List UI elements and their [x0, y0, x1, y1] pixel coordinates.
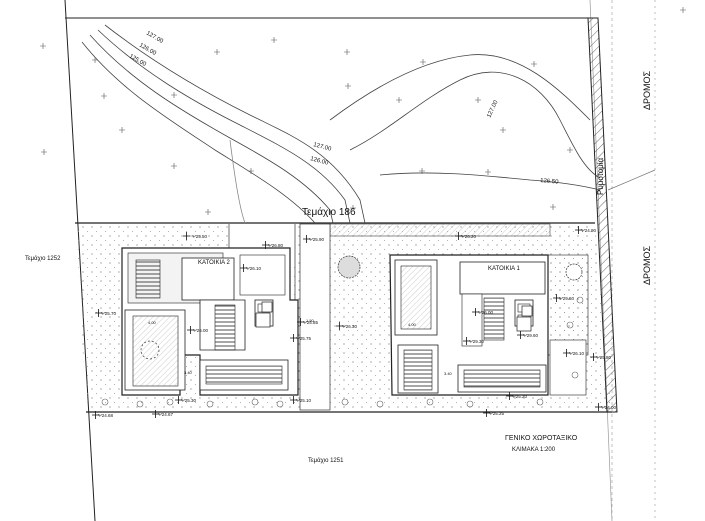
level-label: Ψ25.20: [512, 394, 528, 399]
house-2-plan: [121, 247, 299, 396]
plot-1251-label: Τεμάχιο 1251: [308, 457, 344, 464]
level-label: Ψ24.90: [581, 228, 597, 233]
house-2-label: ΚΑΤΟΙΚΙΑ 2: [198, 260, 230, 266]
level-label: Ψ29.30: [469, 339, 485, 344]
level-label: Ψ29.60: [523, 333, 539, 338]
contour-label: 125.00: [128, 54, 147, 69]
contour-lines: [81, 24, 601, 224]
house-1-label: ΚΑΤΟΙΚΙΑ 1: [488, 266, 520, 272]
dimension-label: 3.40: [444, 371, 453, 376]
contour-label: 126.00: [309, 156, 329, 167]
contour-label: 126.00: [138, 43, 157, 58]
level-label: Ψ26.30: [342, 324, 358, 329]
building-line-strip: [587, 17, 656, 413]
plot-186-label: Τεμάχιο 186: [302, 206, 356, 218]
furniture: [255, 301, 533, 332]
level-label: Ψ25.85: [303, 320, 319, 325]
shrubs: [101, 296, 584, 408]
contour-label: 127.00: [486, 99, 499, 119]
building-line-label: Ρυμοτομία: [596, 157, 605, 195]
plot-1252-label: Τεμάχιο 1252: [25, 255, 61, 262]
plan-title: ΓΕΝΙΚΟ ΧΩΡΟΤΑΞΙΚΟ: [505, 435, 578, 442]
survey-marks: [40, 7, 686, 215]
level-label: Ψ25.50: [192, 234, 208, 239]
contour-label: 127.00: [145, 31, 164, 46]
level-label: Ψ25.80: [596, 355, 612, 360]
level-label: Ψ24.68: [98, 413, 114, 418]
level-label: Ψ24.67: [158, 412, 174, 417]
house-1-plan: [389, 254, 589, 396]
level-label: Ψ26.10: [569, 351, 585, 356]
plan-scale: ΚΛΙΜΑΚΑ 1:200: [512, 447, 556, 453]
level-label: Ψ25.70: [101, 311, 117, 316]
level-label: Ψ25.75: [296, 336, 312, 341]
road-label-top: ΔΡΟΜΟΣ: [642, 70, 652, 110]
level-label: Ψ26.20: [461, 234, 477, 239]
level-label: Ψ25.25: [489, 411, 505, 416]
dimension-label: 4.00: [148, 320, 157, 325]
dimension-label: 3.40: [184, 370, 193, 375]
level-label: Ψ25.90: [309, 237, 325, 242]
level-label: Ψ26.00: [193, 328, 209, 333]
level-label: Ψ26.80: [268, 243, 284, 248]
level-label: Ψ25.30: [181, 398, 197, 403]
level-markers: [92, 226, 602, 419]
road-label-bottom: ΔΡΟΜΟΣ: [642, 245, 652, 285]
level-label: Ψ26.10: [246, 266, 262, 271]
trees: [140, 255, 583, 360]
contour-label: 126.50: [540, 178, 559, 186]
contour-label: 127.00: [312, 142, 332, 153]
level-label: Ψ29.60: [559, 296, 575, 301]
level-label: Ψ25.10: [296, 398, 312, 403]
dimension-label: 4.00: [408, 322, 417, 327]
level-label: Ψ26.00: [478, 310, 494, 315]
level-label: Ψ24.00: [601, 405, 617, 410]
dimension-label: 1.50: [306, 318, 315, 323]
